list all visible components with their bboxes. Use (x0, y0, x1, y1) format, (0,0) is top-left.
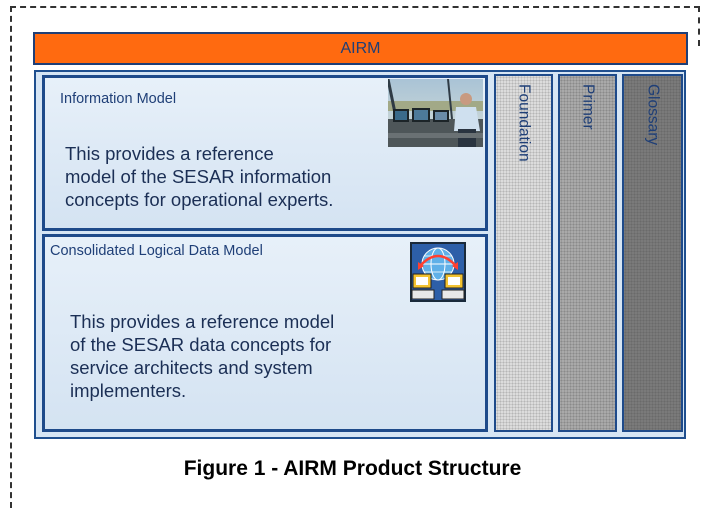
glossary-label: Glossary (644, 84, 662, 146)
figure-caption: Figure 1 - AIRM Product Structure (183, 457, 522, 480)
foundation-label: Foundation (515, 84, 533, 162)
dashed-frame-top (10, 6, 700, 8)
primer-label: Primer (579, 84, 597, 130)
glossary-column: Glossary (622, 74, 683, 432)
primer-column: Primer (558, 74, 617, 432)
information-model-title: Information Model (60, 91, 177, 107)
airm-header-bar: AIRM (33, 32, 688, 65)
description-line: service architects and system (70, 357, 313, 378)
foundation-column: Foundation (494, 74, 553, 432)
description-line: model of the SESAR information (65, 166, 332, 187)
consolidated-logical-data-model-description: This provides a reference model of the S… (70, 310, 410, 402)
airm-label: AIRM (340, 39, 381, 57)
control-tower-photo (388, 79, 483, 147)
dashed-frame-left (10, 6, 12, 508)
description-line: concepts for operational experts. (65, 189, 334, 210)
information-model-description: This provides a reference model of the S… (65, 142, 405, 211)
description-line: This provides a reference model (70, 311, 335, 332)
dashed-frame-right (698, 6, 700, 46)
consolidated-logical-data-model-title: Consolidated Logical Data Model (50, 243, 263, 259)
description-line: of the SESAR data concepts for (70, 334, 332, 355)
description-line: This provides a reference (65, 143, 274, 164)
networked-computers-globe-icon (410, 242, 466, 302)
description-line: implementers. (70, 380, 187, 401)
